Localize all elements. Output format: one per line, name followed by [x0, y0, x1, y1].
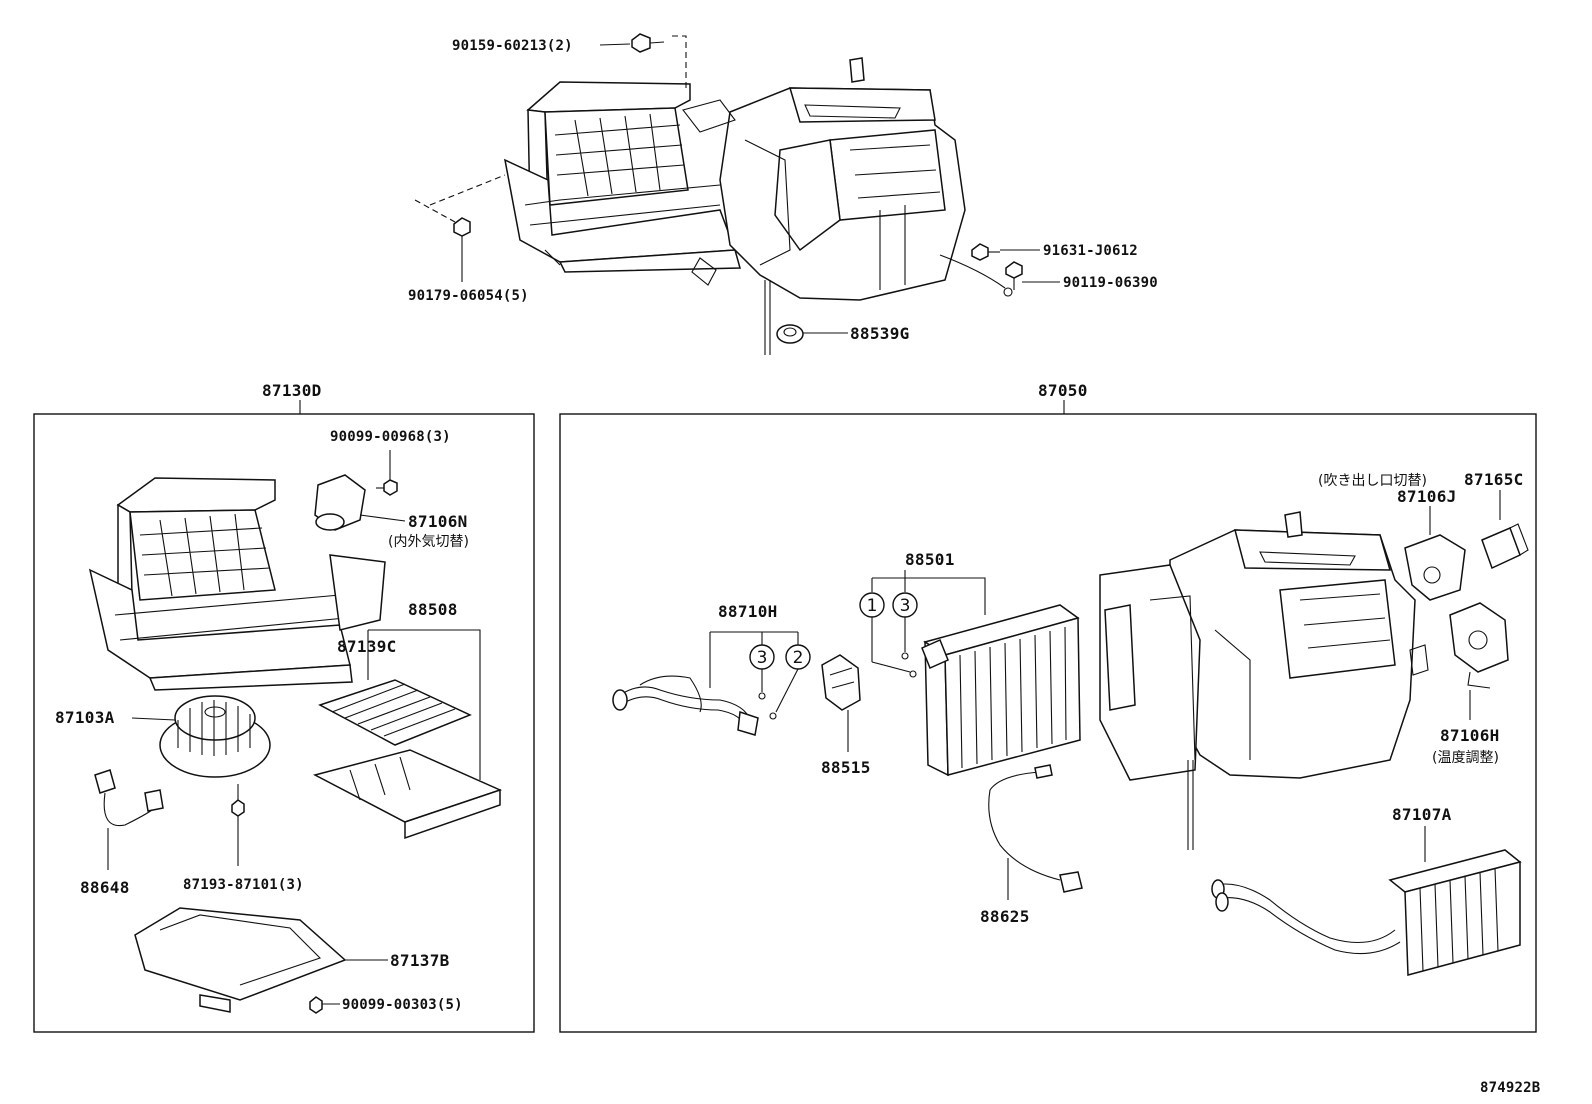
expansion-valve-icon[interactable] [821, 654, 861, 711]
part-label: 88648 [80, 878, 130, 897]
part-label: 90159-60213(2) [452, 38, 573, 54]
part-label: 88508 [408, 600, 458, 619]
part-label: 87107A [1392, 805, 1452, 824]
svg-text:1: 1 [867, 596, 878, 616]
part-label: 88710H [718, 602, 778, 621]
screw-icon[interactable] [971, 243, 1000, 261]
part-label: 90099-00303(5) [342, 997, 463, 1013]
part-label: 87165C [1464, 470, 1524, 489]
part-label: 87106H [1440, 726, 1500, 745]
bolt-icon[interactable] [1005, 261, 1023, 290]
part-note: (内外気切替) [388, 534, 469, 550]
air-filter-icon[interactable] [318, 679, 472, 746]
callout-1: 1 [859, 592, 885, 618]
part-label: 87103A [55, 708, 115, 727]
left-box-frame [33, 413, 535, 1033]
part-label: 87106N [408, 512, 468, 531]
bolt-icon[interactable] [631, 33, 665, 53]
part-note: (吹き出し口切替) [1318, 473, 1427, 489]
heater-case-unit[interactable] [1099, 511, 1429, 850]
part-note: (温度調整) [1432, 750, 1499, 766]
part-label: 88625 [980, 907, 1030, 926]
servo-motor-icon[interactable] [1404, 534, 1466, 601]
part-label: 87193-87101(3) [183, 877, 304, 893]
part-label: 87106J [1397, 487, 1457, 506]
screw-icon[interactable] [309, 996, 323, 1014]
screw-icon[interactable] [231, 784, 245, 817]
part-label: 88515 [821, 758, 871, 777]
part-label: 91631-J0612 [1043, 243, 1138, 259]
connector-icon[interactable] [1481, 523, 1529, 570]
diagram-code: 874922B [1480, 1080, 1540, 1096]
top-hvac-assembly[interactable] [503, 57, 1013, 355]
part-label: 90179-06054(5) [408, 288, 529, 304]
part-label: 88501 [905, 550, 955, 569]
blower-unit[interactable] [88, 477, 386, 691]
left-box-title: 87130D [262, 381, 322, 400]
part-label: 88539G [850, 324, 910, 343]
callout-2: 2 [785, 644, 811, 670]
svg-text:3: 3 [900, 596, 911, 616]
part-label: 90119-06390 [1063, 275, 1158, 291]
servo-motor-icon[interactable] [314, 474, 366, 531]
right-box-title: 87050 [1038, 381, 1088, 400]
svg-text:2: 2 [793, 648, 804, 668]
part-label: 90099-00968(3) [330, 429, 451, 445]
callout-3: 3 [749, 644, 775, 670]
filter-frame-icon[interactable] [312, 749, 503, 840]
part-label: 87137B [390, 951, 450, 970]
clip-icon[interactable] [453, 217, 471, 237]
right-box-frame [559, 413, 1537, 1033]
screw-icon[interactable] [376, 479, 398, 496]
evaporator-icon[interactable] [921, 604, 1081, 777]
part-label: 87139C [337, 637, 397, 656]
servo-motor-icon[interactable] [1449, 602, 1509, 689]
thermistor-icon[interactable] [988, 764, 1083, 893]
lower-case-icon[interactable] [134, 907, 347, 1013]
ac-pipe-icon[interactable] [612, 675, 759, 736]
svg-text:3: 3 [757, 648, 768, 668]
wiring-harness-icon[interactable] [94, 769, 164, 827]
callout-3: 3 [892, 592, 918, 618]
heater-core-icon[interactable] [1211, 849, 1522, 976]
grommet-icon[interactable] [776, 324, 804, 344]
blower-motor-icon[interactable] [159, 695, 271, 778]
